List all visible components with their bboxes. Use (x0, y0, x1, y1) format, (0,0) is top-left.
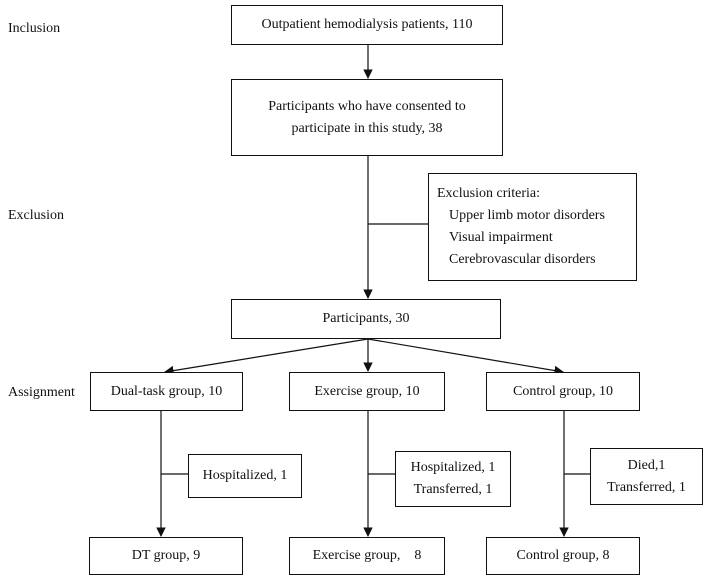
box-exercise-group: Exercise group, 10 (289, 372, 445, 411)
ctrl-dropout-line-1: Died,1 (627, 457, 666, 473)
box-participants: Participants, 30 (231, 299, 501, 339)
exclusion-title: Exclusion criteria: (437, 186, 541, 201)
ex-dropout-line-2: Transferred, 1 (413, 482, 493, 497)
box-consented: Participants who have consented to parti… (231, 79, 503, 156)
participants-text: Participants, 30 (322, 311, 410, 326)
ex-final-text: Exercise group, 8 (312, 548, 422, 563)
consented-line-1: Participants who have consented to (268, 98, 466, 114)
ctrl-dropout-line-2: Transferred, 1 (607, 479, 686, 495)
box-dt-dropout: Hospitalized, 1 (188, 454, 302, 498)
stage-label-assignment: Assignment (8, 385, 75, 400)
exclusion-item: Cerebrovascular disorders (449, 252, 596, 267)
box-exclusion-criteria: Exclusion criteria: Upper limb motor dis… (428, 173, 637, 281)
outpatients-text: Outpatient hemodialysis patients, 110 (261, 17, 473, 32)
exclusion-item: Upper limb motor disorders (449, 208, 605, 223)
arrow-to-dual-task (164, 338, 369, 376)
exercise-text: Exercise group, 10 (314, 383, 420, 399)
exclusion-item: Visual impairment (449, 230, 553, 245)
dt-dropout-text: Hospitalized, 1 (202, 468, 288, 483)
box-outpatients: Outpatient hemodialysis patients, 110 (231, 5, 503, 45)
dt-final-text: DT group, 9 (131, 548, 201, 563)
box-exercise-final: Exercise group, 8 (289, 537, 445, 575)
ex-dropout-line-1: Hospitalized, 1 (410, 460, 496, 475)
box-control-dropout: Died,1 Transferred, 1 (590, 448, 703, 505)
box-exercise-dropout: Hospitalized, 1 Transferred, 1 (395, 451, 511, 507)
dual-task-text: Dual-task group, 10 (110, 383, 223, 399)
box-control-group: Control group, 10 (486, 372, 640, 411)
box-dual-task-group: Dual-task group, 10 (90, 372, 243, 411)
consented-line-2: participate in this study, 38 (291, 120, 443, 136)
arrow-to-control (367, 338, 564, 376)
box-control-final: Control group, 8 (486, 537, 640, 575)
ctrl-final-text: Control group, 8 (516, 548, 610, 563)
stage-label-inclusion: Inclusion (8, 21, 61, 36)
box-dt-final: DT group, 9 (89, 537, 243, 575)
control-text: Control group, 10 (513, 383, 613, 399)
stage-label-exclusion: Exclusion (8, 208, 64, 223)
